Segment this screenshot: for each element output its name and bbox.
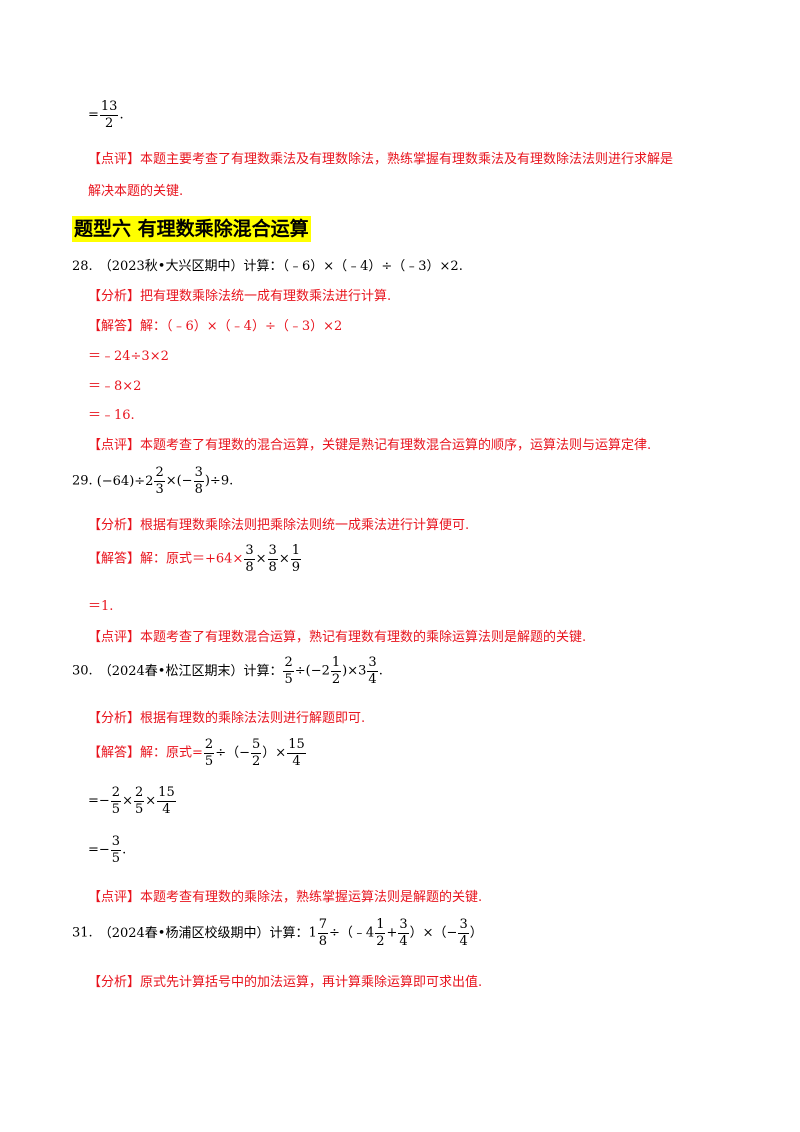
- q30-analysis: 【分析】根据有理数的乘除法法则进行解题即可.: [88, 711, 366, 726]
- q29-comment: 【点评】本题考查了有理数混合运算，熟记有理数有理数的乘除运算法则是解题的关键.: [88, 630, 587, 645]
- q28-analysis: 【分析】把有理数乘除法统一成有理数乘法进行计算.: [88, 289, 392, 304]
- q28-answer: 【解答】解：（﹣6）×（﹣4）÷（﹣3）×2: [88, 319, 343, 334]
- section-heading: 题型六 有理数乘除混合运算: [72, 216, 311, 242]
- top-comment-line2: 解决本题的关键.: [88, 184, 184, 199]
- q29-analysis: 【分析】根据有理数乘除法则把乘除法则统一成乘法进行计算便可.: [88, 518, 470, 533]
- q28-step1: ＝﹣24÷3×2: [88, 349, 169, 364]
- q30-comment: 【点评】本题考查有理数的乘除法，熟练掌握运算法则是解题的关键.: [88, 890, 483, 905]
- q28-question: 28.（2023秋•大兴区期中）计算：（﹣6）×（﹣4）÷（﹣3）×2.: [72, 259, 463, 274]
- q28-comment: 【点评】本题考查了有理数的混合运算，关键是熟记有理数混合运算的顺序，运算法则与运…: [88, 438, 652, 453]
- top-comment-line1: 【点评】本题主要考查了有理数乘法及有理数除法，熟练掌握有理数乘法及有理数除法法则…: [88, 152, 674, 167]
- q28-step2: ＝﹣8×2: [88, 379, 142, 394]
- q31-analysis: 【分析】原式先计算括号中的加法运算，再计算乘除运算即可求出值.: [88, 975, 483, 990]
- q28-step3: ＝﹣16.: [88, 408, 135, 423]
- q29-result: ＝1.: [88, 599, 114, 614]
